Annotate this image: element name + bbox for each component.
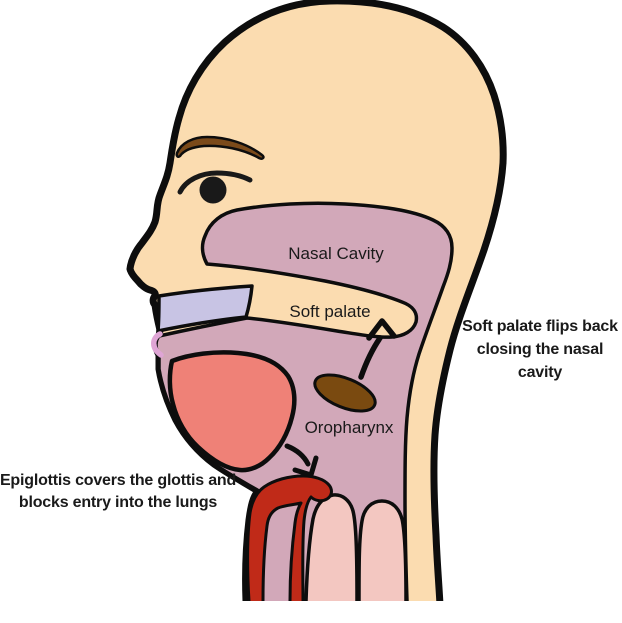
tongue-region [167,350,297,473]
epiglottis-shape [246,474,333,601]
epiglottis-annotation: Epiglottis covers the glottis and blocks… [0,472,236,511]
soft-palate-annotation-line1: Soft palate flips back [462,318,618,335]
epiglottis-arrow [284,443,319,478]
food-bolus [313,373,377,413]
eye-pupil [199,176,227,204]
hard-palate-region [156,284,254,333]
epiglottis-annotation-line1: Epiglottis covers the glottis and [0,472,236,489]
lip-arc [151,331,164,358]
soft-palate-annotation-line3: cavity [518,364,562,381]
eyebrow [175,135,265,160]
oropharynx-label: Oropharynx [305,418,394,437]
esophagus-tube [357,499,408,601]
eyelid-line [177,170,253,195]
soft-palate-annotation-line2: closing the nasal [477,341,603,358]
epiglottis-annotation-line2: blocks entry into the lungs [19,494,217,511]
nasal-cavity-label: Nasal Cavity [288,244,384,263]
soft-palate-label: Soft palate [289,302,370,321]
soft-palate-arrow [358,318,397,380]
trachea-tube [304,493,359,601]
soft-palate-annotation: Soft palate flips back closing the nasal… [462,318,618,381]
